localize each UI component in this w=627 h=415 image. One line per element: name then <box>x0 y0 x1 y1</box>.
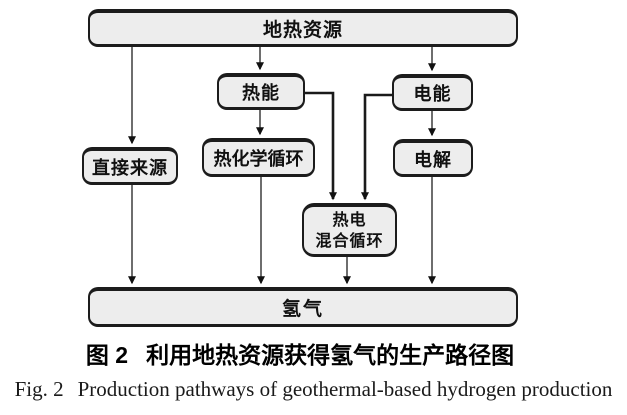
figure-title-en: Production pathways of geothermal-based … <box>77 377 613 401</box>
figure-number-zh: 图 2 <box>85 342 129 368</box>
edge-thermal-hybrid <box>303 91 337 201</box>
node-geothermal-resources: 地热资源 <box>88 9 518 47</box>
node-hydrogen: 氢气 <box>88 287 518 327</box>
figure-caption-english: Fig. 2 Production pathways of geothermal-… <box>0 377 627 402</box>
node-electric-energy: 电能 <box>392 74 473 111</box>
node-electrolysis: 电解 <box>393 139 473 177</box>
figure-caption-chinese: 图 2 利用地热资源获得氢气的生产路径图 <box>0 336 600 370</box>
node-thermal-energy: 热能 <box>217 73 305 110</box>
node-direct-source: 直接来源 <box>82 147 178 185</box>
edge-electric-hybrid <box>361 93 393 201</box>
figure-title-zh: 利用地热资源获得氢气的生产路径图 <box>146 342 515 368</box>
node-thermoelectric-hybrid-cycle: 热电 混合循环 <box>302 203 397 257</box>
node-thermochemical-cycle: 热化学循环 <box>202 138 315 177</box>
figure-number-en: Fig. 2 <box>14 377 64 401</box>
